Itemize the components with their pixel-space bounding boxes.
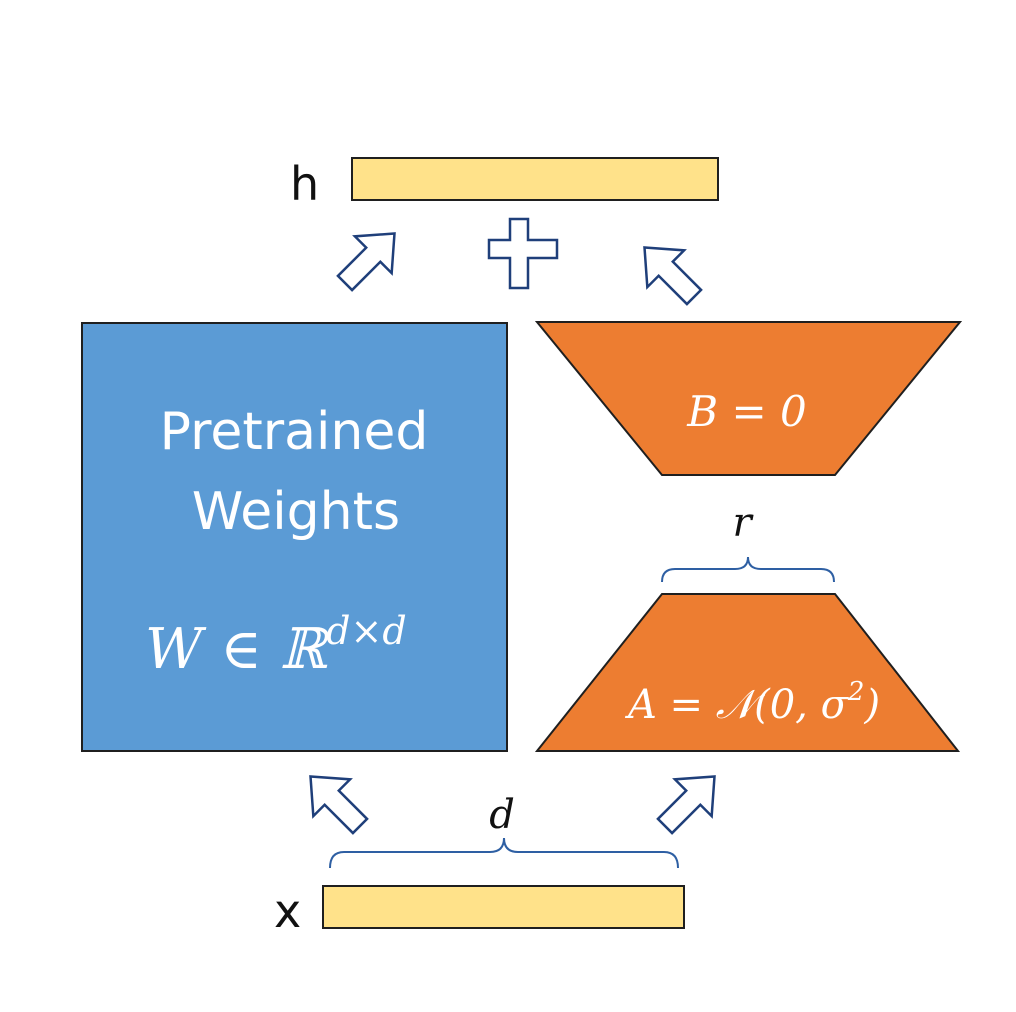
matrix-b-formula: B = 0	[686, 387, 806, 436]
rank-brace	[661, 556, 835, 583]
pretrained-weights-block	[81, 322, 508, 752]
matrix-a-formula-main: A = 𝒩(0, σ	[624, 682, 850, 728]
matrix-a-trapezoid	[534, 593, 961, 752]
rank-label: r	[732, 500, 754, 546]
input-label: x	[274, 884, 301, 938]
arrow-up-right-icon	[336, 232, 396, 292]
output-vector	[351, 157, 719, 201]
dim-label: d	[489, 792, 515, 838]
matrix-a-formula: A = 𝒩(0, σ2)	[624, 677, 880, 728]
matrix-a-formula-superscript: 2	[847, 677, 865, 707]
matrix-b-trapezoid	[534, 321, 963, 476]
plus-icon	[487, 217, 559, 290]
arrow-up-left-icon	[309, 775, 369, 835]
arrow-up-right-icon	[656, 775, 716, 835]
output-label: h	[290, 157, 319, 211]
matrix-a-formula-close: )	[863, 682, 880, 728]
arrow-up-left-icon	[643, 246, 703, 306]
weights-formula-main: W ∈ ℝ	[145, 617, 330, 682]
pretrained-label-line1: Pretrained	[160, 402, 429, 462]
weights-formula: W ∈ ℝd×d	[145, 609, 407, 682]
dim-brace	[329, 837, 679, 869]
weights-formula-superscript: d×d	[326, 609, 407, 653]
pretrained-label-line2: Weights	[192, 482, 400, 542]
input-vector	[322, 885, 685, 929]
